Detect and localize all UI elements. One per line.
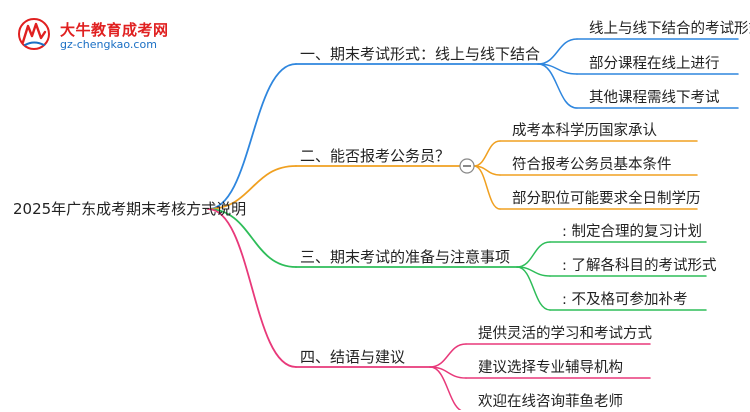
branch-connector [207,208,297,368]
leaf-node: 欢迎在线咨询菲鱼老师 [478,394,623,410]
leaf-node: 部分课程在线上进行 [589,56,720,72]
leaf-connector [429,343,467,368]
leaf-node: : 制定合理的复习计划 [562,224,702,240]
brand-name: 大牛教育成考网 [60,21,169,39]
leaf-node: 符合报考公务员基本条件 [512,157,672,173]
leaf-connector [516,266,551,311]
leaf-node: 部分职位可能要求全日制学历 [512,191,701,207]
leaf-connector [537,38,578,65]
branch-node: 四、结语与建议 [300,348,406,366]
leaf-connector [473,165,501,210]
leaf-connector [429,366,462,410]
branch-node: 二、能否报考公务员？ [300,147,451,165]
leaf-node: 建议选择专业辅导机构 [478,360,623,376]
branch-connector [207,63,297,210]
brand-domain: gz-chengkao.com [60,38,157,51]
leaf-connector [537,63,578,109]
leaf-connector [516,241,551,268]
leaf-node: 线上与线下结合的考试形式 [589,21,750,37]
branch-node: 一、期末考试形式：线上与线下结合 [300,45,541,63]
root-node: 2025年广东成考期末考核方式说明 [13,200,247,218]
branch-connector [207,208,297,268]
logo-mark-icon [18,18,50,50]
minus-circle-icon[interactable] [459,158,475,174]
leaf-node: 其他课程需线下考试 [589,90,720,106]
leaf-node: 提供灵活的学习和考试方式 [478,326,652,342]
branch-node: 三、期末考试的准备与注意事项 [300,248,511,266]
leaf-connector [473,140,501,167]
brand-logo: 大牛教育成考网 gz-chengkao.com [14,16,174,52]
branch-connector [207,165,297,210]
leaf-node: 成考本科学历国家承认 [512,123,657,139]
leaf-node: : 不及格可参加补考 [562,292,688,308]
leaf-node: : 了解各科目的考试形式 [562,258,717,274]
